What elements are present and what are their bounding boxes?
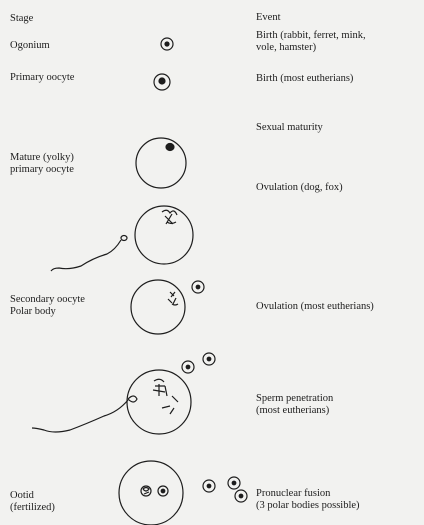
- approaching-sperm: [51, 236, 127, 272]
- oocyte-with-spindle: [51, 206, 193, 271]
- penetrated-oocyte-cell: [32, 370, 191, 434]
- mature-primary-oocyte-cell: [136, 138, 186, 188]
- ootid-cell: [119, 461, 183, 525]
- first-polar-body: [192, 281, 204, 293]
- ogonium-cell: [161, 38, 173, 50]
- primary-oocyte-cell: [154, 74, 170, 90]
- polar-bodies-pair: [182, 353, 215, 373]
- polar-bodies-trio: [203, 477, 247, 502]
- secondary-oocyte-cell: [131, 280, 185, 334]
